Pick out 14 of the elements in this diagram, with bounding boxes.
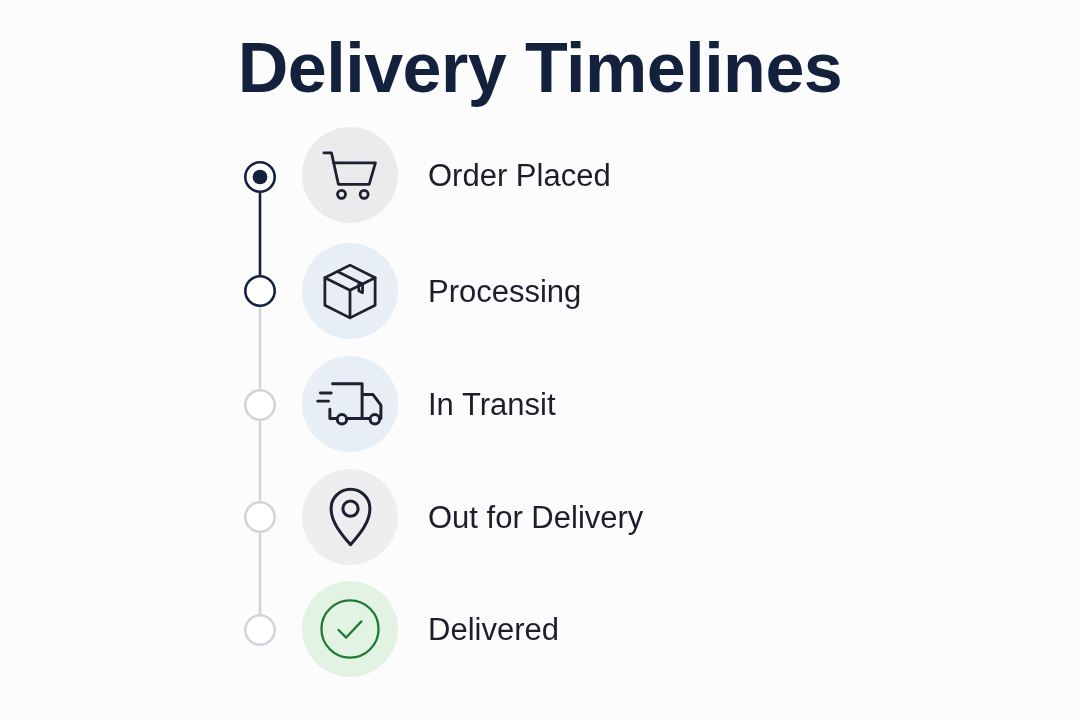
step-label: Order Placed (428, 159, 611, 191)
timeline-dot (244, 161, 276, 193)
timeline-line (258, 307, 262, 389)
timeline-line (258, 421, 262, 501)
timeline-dot (244, 389, 276, 421)
step-label: Delivered (428, 613, 559, 645)
step-label: In Transit (428, 388, 556, 420)
timeline-line (258, 193, 262, 275)
timeline-line (258, 533, 262, 614)
timeline-dot (244, 501, 276, 533)
timeline-dot (244, 614, 276, 646)
timeline-dot (244, 275, 276, 307)
step-label: Out for Delivery (428, 501, 644, 533)
step-label: Processing (428, 275, 582, 307)
